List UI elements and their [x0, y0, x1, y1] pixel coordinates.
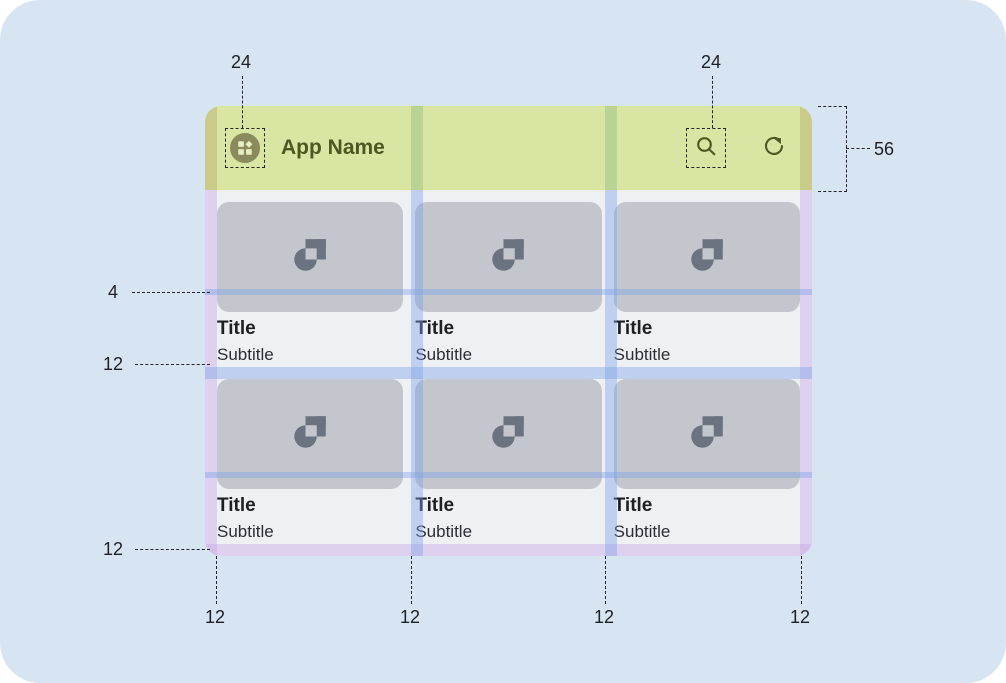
search-button[interactable] [686, 128, 726, 168]
card-media [415, 202, 602, 313]
card-media [613, 379, 800, 490]
refresh-button[interactable] [754, 128, 794, 168]
app-bar-actions [686, 128, 794, 168]
leader-line-bottom-margin [135, 549, 210, 550]
leader-line-media-title-gap [132, 292, 210, 293]
card-title: Title [415, 495, 455, 517]
leader-line-row-gap [135, 364, 210, 365]
image-placeholder-icon [481, 228, 535, 287]
app-grid-badge-icon [230, 133, 260, 163]
bracket-app-bar-height [818, 106, 847, 192]
app-menu-button[interactable] [225, 128, 265, 168]
list-item[interactable]: Title Subtitle [217, 379, 404, 544]
card-subtitle: Subtitle [415, 345, 473, 365]
card-subtitle: Subtitle [217, 345, 274, 365]
card-title: Title [613, 318, 653, 340]
card-title: Title [613, 495, 653, 517]
leader-line-app-bar-height [846, 148, 870, 149]
list-item[interactable]: Title Subtitle [613, 202, 800, 367]
annotation-label-col-3: 12 [594, 607, 615, 627]
app-bar: App Name [205, 106, 812, 190]
search-icon [694, 134, 718, 163]
app-frame: App Name [205, 106, 812, 556]
card-media [613, 202, 800, 313]
leader-line-col-3 [605, 556, 606, 604]
image-placeholder-icon [283, 228, 337, 287]
annotation-label-bottom-margin: 12 [103, 539, 124, 559]
annotation-label-col-2: 12 [400, 607, 421, 627]
card-media [217, 379, 404, 490]
image-placeholder-icon [680, 228, 734, 287]
card-title: Title [217, 495, 256, 517]
annotation-label-icon-size-right: 24 [701, 52, 722, 72]
refresh-icon [762, 134, 786, 163]
image-placeholder-icon [680, 405, 734, 464]
image-placeholder-icon [283, 405, 337, 464]
card-title: Title [415, 318, 455, 340]
leader-line-col-4 [801, 556, 802, 604]
list-item[interactable]: Title Subtitle [217, 202, 404, 367]
annotation-label-row-gap: 12 [103, 354, 124, 374]
card-subtitle: Subtitle [415, 522, 473, 542]
leader-line-col-2 [411, 556, 412, 604]
list-item[interactable]: Title Subtitle [613, 379, 800, 544]
annotation-label-icon-size-left: 24 [231, 52, 252, 72]
list-item[interactable]: Title Subtitle [415, 202, 602, 367]
list-item[interactable]: Title Subtitle [415, 379, 602, 544]
card-media [217, 202, 404, 313]
image-placeholder-icon [481, 405, 535, 464]
card-subtitle: Subtitle [613, 345, 671, 365]
card-subtitle: Subtitle [217, 522, 274, 542]
annotation-label-media-title-gap: 4 [108, 282, 119, 302]
annotation-label-col-1: 12 [205, 607, 226, 627]
leader-line-col-1 [216, 556, 217, 604]
annotation-label-app-bar-height: 56 [874, 139, 895, 159]
card-title: Title [217, 318, 256, 340]
card-subtitle: Subtitle [613, 522, 671, 542]
card-grid: Title Subtitle Title Subtitle [205, 190, 812, 556]
annotation-label-col-4: 12 [790, 607, 811, 627]
app-title: App Name [281, 136, 385, 159]
card-media [415, 379, 602, 490]
app-bar-leading-group: App Name [225, 128, 686, 168]
